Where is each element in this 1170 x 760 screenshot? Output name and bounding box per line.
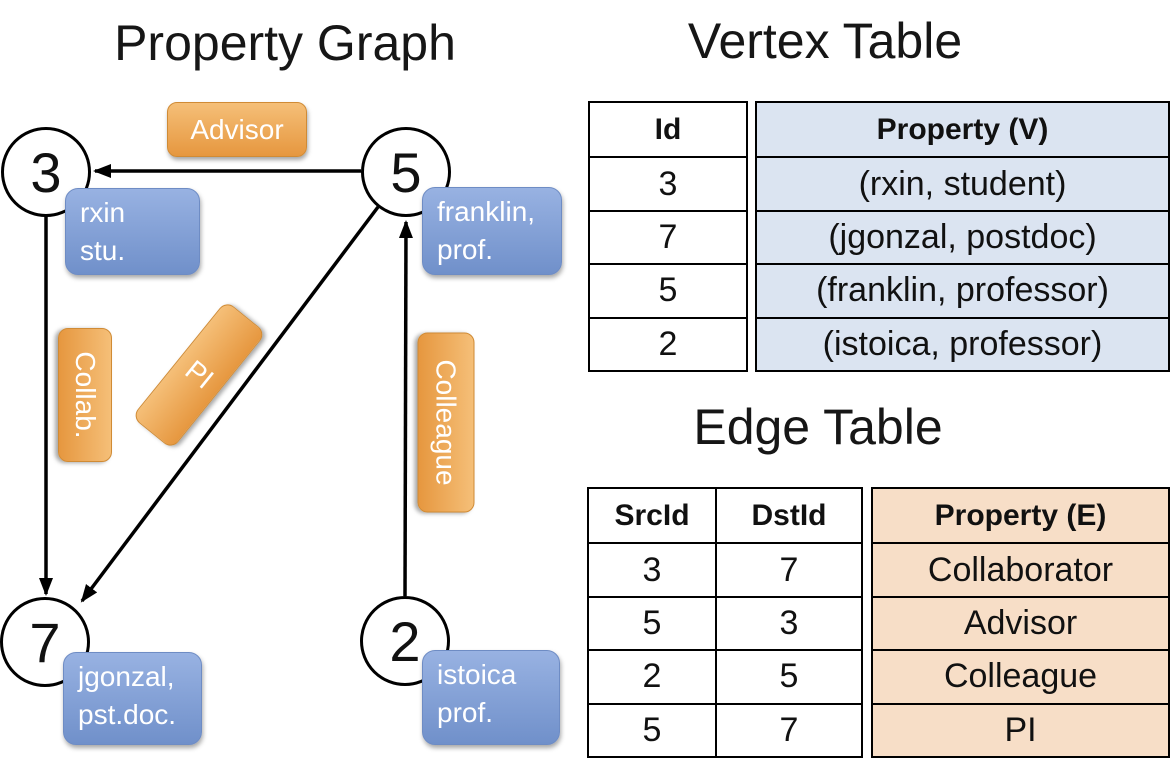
column-header: DstId xyxy=(751,498,827,532)
label-line: jgonzal, xyxy=(78,661,175,692)
label-line: prof. xyxy=(437,697,494,728)
table-cell: 5 xyxy=(589,595,717,650)
node-property-label-rxin: rxin stu. xyxy=(65,188,200,275)
vertex-table-title: Vertex Table xyxy=(687,13,963,69)
table-cell: (rxin, student) xyxy=(757,156,1168,209)
column-header: SrcId xyxy=(589,489,717,543)
edge-label-advisor: Advisor xyxy=(167,102,307,157)
table-cell: 2 xyxy=(589,649,717,703)
node-property-label-istoica: istoica prof. xyxy=(422,650,560,745)
table-cell: (istoica, professor) xyxy=(757,316,1168,370)
vertex-table-property-column: Property (V) (rxin, student) (jgonzal, p… xyxy=(755,101,1170,372)
table-cell: 3 xyxy=(590,156,746,209)
node-id: 5 xyxy=(390,140,422,204)
graph-edges-layer xyxy=(39,164,413,603)
table-cell: Collaborator xyxy=(873,542,1168,595)
edge-line-2-to-5 xyxy=(398,220,413,597)
table-cell: 5 xyxy=(589,702,717,756)
column-header: Property (E) xyxy=(934,498,1107,532)
node-id: 2 xyxy=(389,609,421,673)
table-cell: 2 xyxy=(590,316,746,370)
table-cell: Advisor xyxy=(873,595,1168,649)
node-property-label-jgonzal: jgonzal, pst.doc. xyxy=(63,652,202,745)
table-cell: 7 xyxy=(717,702,861,756)
graph-node-5: 5 xyxy=(361,127,451,217)
table-cell: (franklin, professor) xyxy=(757,263,1168,316)
label-line: prof. xyxy=(437,234,494,265)
table-cell: 3 xyxy=(717,595,861,649)
property-graph-title: Property Graph xyxy=(114,15,456,71)
edge-label-text: Colleague xyxy=(431,359,462,486)
column-header: Id xyxy=(654,112,682,146)
node-property-label-franklin: franklin, prof. xyxy=(422,187,562,275)
label-line: rxin xyxy=(80,197,126,228)
table-cell: PI xyxy=(873,702,1168,756)
table-cell: 7 xyxy=(590,209,746,263)
table-cell: 7 xyxy=(717,542,861,595)
label-line: istoica xyxy=(437,659,517,690)
node-id: 3 xyxy=(30,140,62,204)
edge-label-text: PI xyxy=(179,354,220,395)
edge-line-5-to-7 xyxy=(80,205,380,603)
label-line: stu. xyxy=(80,235,126,266)
table-cell: 5 xyxy=(717,649,861,702)
table-cell: (jgonzal, postdoc) xyxy=(757,209,1168,263)
edge-table-property-column: Property (E) Collaborator Advisor Collea… xyxy=(871,487,1170,758)
table-cell: 3 xyxy=(589,542,717,596)
graph-node-2: 2 xyxy=(360,596,450,686)
edge-label-text: Collab. xyxy=(70,351,101,439)
column-header: Property (V) xyxy=(876,112,1049,146)
edge-table-id-columns: SrcId DstId 3 7 5 3 2 5 5 7 xyxy=(587,487,863,758)
table-cell: Colleague xyxy=(873,649,1168,702)
edge-label-text: Advisor xyxy=(190,113,284,145)
label-line: pst.doc. xyxy=(78,699,177,730)
edge-label-collab: Collab. xyxy=(58,328,112,462)
edge-table-title: Edge Table xyxy=(693,399,943,455)
edge-label-colleague: Colleague xyxy=(417,332,475,513)
label-line: franklin, xyxy=(437,196,536,227)
node-id: 7 xyxy=(29,610,61,674)
table-cell: 5 xyxy=(590,263,746,316)
vertex-table-id-column: Id 3 7 5 2 xyxy=(588,101,748,372)
